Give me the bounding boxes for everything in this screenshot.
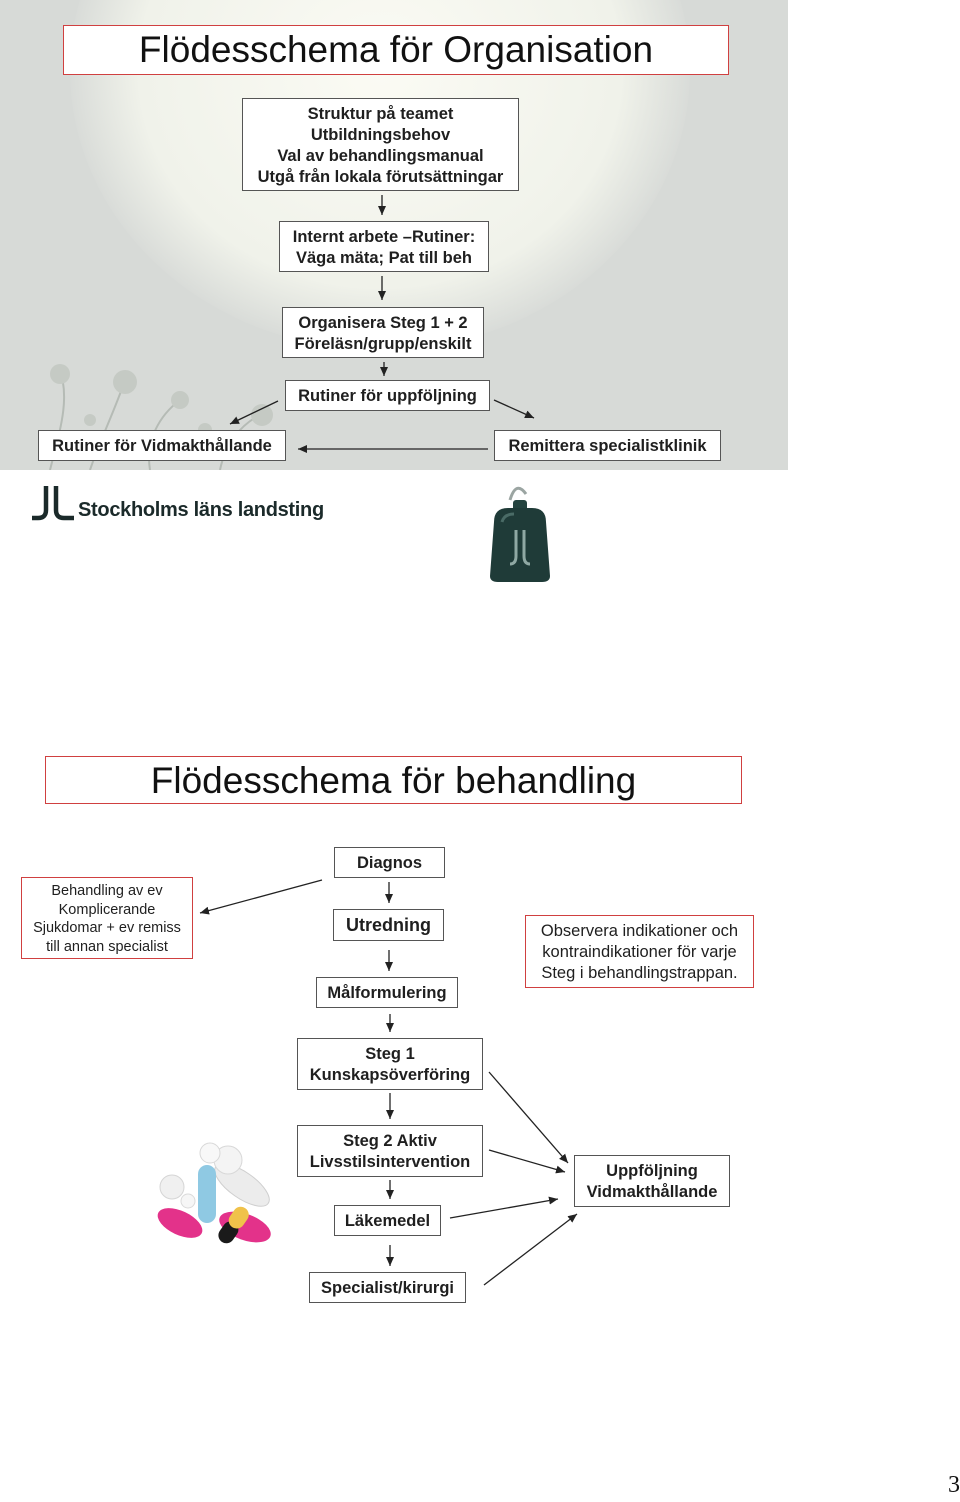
box-observera-line: Steg i behandlingstrappan. — [541, 964, 738, 982]
box-behandling-line: till annan specialist — [46, 938, 168, 955]
box-steg1: Steg 1 Kunskapsöverföring — [297, 1038, 483, 1090]
floral-decoration — [49, 364, 273, 470]
box-organisera: Organisera Steg 1 + 2 Föreläsn/grupp/ens… — [282, 307, 484, 358]
arrow-steg2-uppfoljning — [488, 1149, 566, 1174]
box-struktur-line: Struktur på teamet — [307, 105, 454, 123]
box-malformulering: Målformulering — [316, 977, 458, 1008]
box-steg1-line: Steg 1 — [365, 1045, 415, 1063]
box-organisera-line: Organisera Steg 1 + 2 — [298, 314, 468, 332]
box-behandling-line: Behandling av ev — [51, 883, 163, 899]
arrow-diagnos-behandling — [199, 879, 323, 915]
box-behandling-line: Sjukdomar + ev remiss — [33, 920, 181, 936]
organisation-title: Flödesschema för Organisation — [63, 25, 729, 75]
box-uppfoljning-line: Vidmakthållande — [586, 1183, 718, 1201]
box-diagnos: Diagnos — [334, 847, 445, 878]
arrow-lakemedel-uppfoljning — [449, 1196, 559, 1219]
arrow-uppfoljning-vidmakthallande — [229, 400, 279, 425]
box-lakemedel: Läkemedel — [334, 1205, 441, 1236]
box-behandling-komplicerande: Behandling av ev Komplicerande Sjukdomar… — [21, 877, 193, 959]
box-rutiner-uppfoljning: Rutiner för uppföljning — [285, 380, 490, 411]
box-steg2: Steg 2 Aktiv Livsstilsintervention — [297, 1125, 483, 1177]
box-struktur: Struktur på teamet Utbildningsbehov Val … — [242, 98, 519, 191]
box-struktur-line: Utbildningsbehov — [310, 126, 451, 144]
box-internt-line: Väga mäta; Pat till beh — [295, 249, 473, 267]
box-observera: Observera indikationer och kontraindikat… — [525, 915, 754, 988]
box-remittera: Remittera specialistklinik — [494, 430, 721, 461]
behandling-title: Flödesschema för behandling — [45, 756, 742, 804]
box-rutiner-vidmakthallande: Rutiner för Vidmakthållande — [38, 430, 286, 461]
arrow-specialist-uppfoljning — [483, 1213, 578, 1286]
box-struktur-line: Val av behandlingsmanual — [277, 147, 484, 165]
box-uppfoljning-vidmakthallande: Uppföljning Vidmakthållande — [574, 1155, 730, 1207]
arrow-steg1-uppfoljning — [488, 1071, 569, 1164]
box-uppfoljning-line: Uppföljning — [606, 1162, 698, 1180]
box-observera-line: Observera indikationer och — [540, 922, 739, 940]
box-steg2-line: Steg 2 Aktiv — [343, 1132, 437, 1150]
box-steg1-line: Kunskapsöverföring — [309, 1066, 471, 1084]
box-organisera-line: Föreläsn/grupp/enskilt — [294, 335, 472, 353]
box-behandling-line: Komplicerande — [58, 901, 156, 918]
pills-image — [157, 1142, 271, 1244]
landsting-logo-text: Stockholms läns landsting — [78, 499, 324, 521]
weight-image — [490, 486, 550, 582]
box-utredning: Utredning — [333, 909, 444, 941]
box-steg2-line: Livsstilsintervention — [309, 1153, 471, 1171]
box-observera-line: kontraindikationer för varje — [542, 943, 737, 961]
landsting-logo-icon — [32, 486, 74, 521]
box-internt-line: Internt arbete –Rutiner: — [292, 228, 476, 246]
box-specialist-kirurgi: Specialist/kirurgi — [309, 1272, 466, 1303]
page-number: 3 — [948, 1472, 960, 1498]
arrow-uppfoljning-remittera — [493, 399, 535, 419]
box-struktur-line: Utgå från lokala förutsättningar — [257, 168, 504, 186]
box-internt-arbete: Internt arbete –Rutiner: Väga mäta; Pat … — [279, 221, 489, 272]
